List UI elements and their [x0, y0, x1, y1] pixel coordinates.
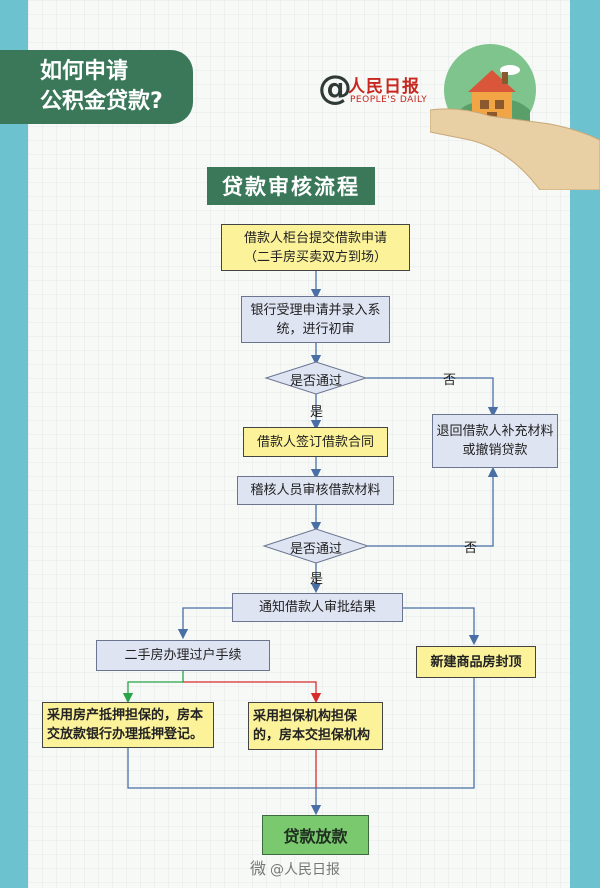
flow-option-guarantee: 采用担保机构担保 的，房本交担保机构: [248, 702, 383, 750]
logo-at-glyph: @: [318, 68, 352, 108]
line-option-a-merge: [127, 748, 316, 789]
flow-step-audit-materials: 稽核人员审核借款材料: [237, 476, 394, 505]
step4-label: 稽核人员审核借款材料: [250, 483, 381, 498]
header-line-2: 公积金贷款?: [40, 89, 163, 114]
flow-step-submit-application: 借款人柜台提交借款申请 （二手房买卖双方到场）: [221, 224, 410, 271]
step1-line2: （二手房买卖双方到场）: [243, 249, 387, 265]
final-label: 贷款放款: [283, 827, 348, 846]
flow-step-second-hand-transfer: 二手房办理过户手续: [96, 640, 270, 671]
house-in-hand-illustration: [430, 44, 600, 190]
decision2-label: 是否通过: [289, 542, 342, 557]
logo-english-name: PEOPLE'S DAILY: [350, 95, 428, 105]
decision-diamond-1: [264, 361, 368, 395]
decision1-no-label: 否: [443, 373, 457, 388]
reject-line2: 或撤销贷款: [462, 443, 528, 458]
step2-line2: 统，进行初审: [276, 321, 355, 337]
hand-icon: [430, 108, 600, 190]
arrow-to-second-hand: [177, 607, 232, 640]
decision2-yes-label: 是: [310, 572, 324, 587]
arrow-to-option-b: [183, 681, 322, 704]
step5-label: 通知借款人审批结果: [258, 600, 376, 615]
decision1-yes-label: 是: [310, 405, 324, 420]
arrow-decision2-no: [368, 466, 499, 547]
flow-step-sign-contract: 借款人签订借款合同: [243, 427, 388, 457]
section-title: 贷款审核流程: [207, 167, 375, 205]
line-new-house-merge: [316, 678, 475, 789]
logo-chinese-name: 人民日报: [348, 77, 420, 97]
header-banner: 如何申请 公积金贷款?: [0, 50, 193, 124]
reject-line1: 退回借款人补充材料: [436, 424, 554, 439]
decision2-no-label: 否: [464, 541, 478, 556]
flow-step-new-house-capped: 新建商品房封顶: [416, 646, 536, 678]
decision-diamond-2: [262, 528, 370, 564]
second-hand-label: 二手房办理过户手续: [124, 648, 242, 663]
arrow-decision1-no: [366, 377, 499, 418]
flow-step-notify-result: 通知借款人审批结果: [232, 593, 403, 622]
step3-label: 借款人签订借款合同: [256, 434, 374, 450]
header-line-1: 如何申请: [40, 59, 129, 84]
weibo-watermark: 微@人民日报: [250, 855, 340, 879]
weibo-icon: 微: [250, 859, 267, 878]
arrow-to-new-house: [403, 607, 480, 646]
option-a-line1: 采用房产抵押担保的，房本: [47, 708, 204, 723]
step1-line1: 借款人柜台提交借款申请: [243, 230, 387, 246]
peoples-daily-logo: @ 人民日报 PEOPLE'S DAILY: [318, 68, 438, 112]
new-house-label: 新建商品房封顶: [430, 654, 522, 670]
watermark-text: @人民日报: [270, 862, 341, 878]
option-b-line2: 的，房本交担保机构: [253, 728, 371, 743]
flow-step-loan-disbursement: 贷款放款: [262, 815, 369, 855]
arrow-to-option-a: [122, 671, 184, 704]
flow-step-bank-review: 银行受理申请并录入系 统，进行初审: [241, 296, 390, 343]
option-a-line2: 交放款银行办理抵押登记。: [47, 727, 204, 742]
decision1-label: 是否通过: [289, 374, 342, 389]
flow-step-return-materials: 退回借款人补充材料 或撤销贷款: [432, 414, 558, 468]
option-b-line1: 采用担保机构担保: [253, 709, 358, 724]
step2-line1: 银行受理申请并录入系: [250, 302, 381, 318]
flow-option-mortgage: 采用房产抵押担保的，房本 交放款银行办理抵押登记。: [42, 702, 214, 748]
